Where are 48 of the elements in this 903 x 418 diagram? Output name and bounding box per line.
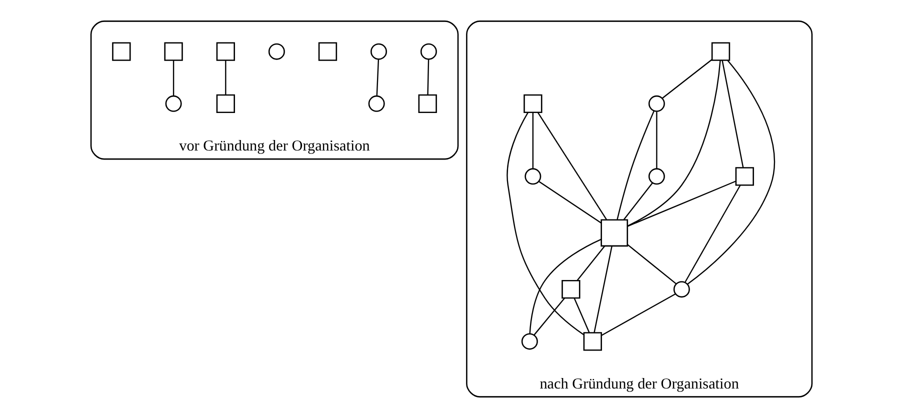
connector <box>576 246 606 281</box>
node-box <box>112 42 131 61</box>
connector <box>534 298 565 336</box>
connector <box>656 112 658 169</box>
node-circle <box>370 43 387 60</box>
connector <box>538 112 607 220</box>
connector <box>529 238 602 334</box>
node-box <box>418 94 437 114</box>
node-box <box>600 219 628 247</box>
connector <box>376 59 380 96</box>
connector <box>427 59 430 95</box>
cluster: nach Gründung der Organisation <box>466 20 813 398</box>
connector <box>172 60 174 96</box>
node-circle <box>524 168 542 185</box>
connector <box>601 293 676 336</box>
connector <box>594 246 612 333</box>
connector <box>627 180 736 227</box>
connector <box>538 180 602 224</box>
node-box <box>318 42 338 61</box>
node-circle <box>521 333 538 350</box>
node-box <box>216 94 235 114</box>
connector <box>623 182 653 220</box>
node-box <box>735 167 754 186</box>
node-circle <box>268 43 285 60</box>
connector <box>687 60 776 284</box>
node-circle <box>420 43 437 60</box>
node-box <box>216 42 235 61</box>
connector <box>722 60 744 168</box>
connector <box>532 112 534 169</box>
node-box <box>524 94 542 114</box>
connector <box>616 110 655 220</box>
node-box <box>562 280 580 299</box>
connector <box>506 112 584 336</box>
connector <box>662 59 712 99</box>
connector <box>628 60 721 226</box>
connector <box>574 298 590 333</box>
node-box <box>711 42 730 61</box>
cluster: vor Gründung der Organisation <box>90 20 459 160</box>
connector <box>627 244 677 284</box>
connector <box>225 60 226 95</box>
node-box <box>583 332 602 351</box>
node-box <box>164 42 183 61</box>
node-circle <box>165 95 182 112</box>
node-circle <box>648 95 665 112</box>
node-circle <box>673 281 690 298</box>
connector <box>684 184 741 282</box>
node-circle <box>648 168 665 185</box>
node-circle <box>368 95 385 112</box>
